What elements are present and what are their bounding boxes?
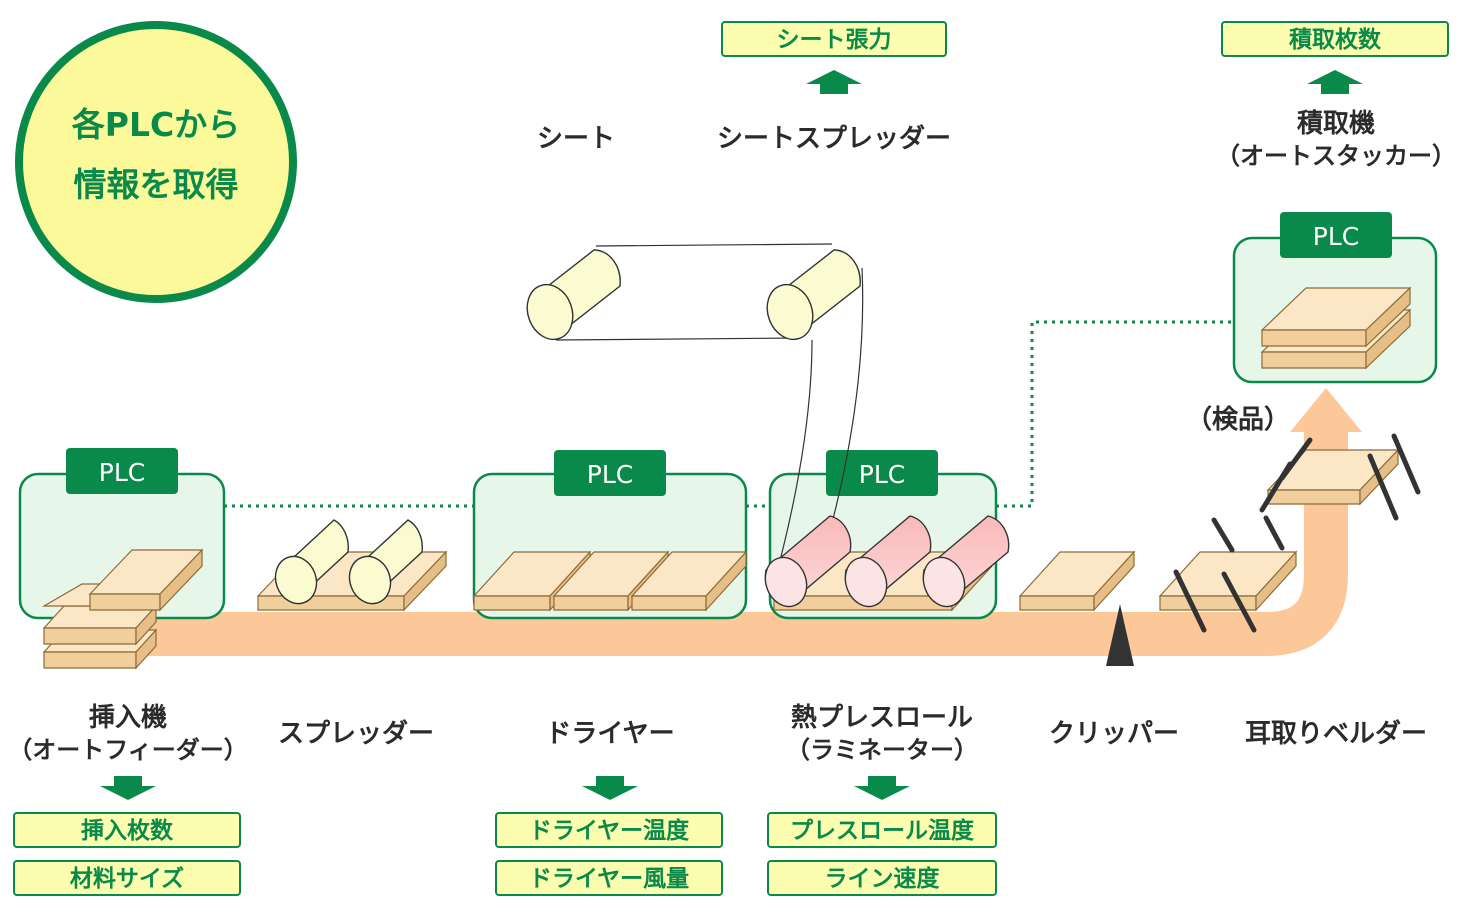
board-stack-feeder <box>41 548 204 670</box>
label-stacker: 積取機 <box>1297 109 1375 139</box>
stacker-boards <box>1260 286 1412 370</box>
edge-board <box>1158 550 1298 612</box>
headline-line1: 各PLCから <box>71 105 240 144</box>
tag-dryer-airflow: ドライヤー風量 <box>495 860 723 896</box>
label-press-sub: （ラミネーター） <box>786 736 978 764</box>
dryer-boards <box>472 550 748 612</box>
roller-yellow <box>766 249 861 341</box>
label-press: 熱プレスロール <box>791 703 973 733</box>
tag-material-size: 材料サイズ <box>13 860 241 896</box>
headline-circle: 各PLCから 情報を取得 <box>15 21 297 303</box>
roller-yellow <box>274 519 349 605</box>
up-arrow-icon <box>806 70 862 94</box>
down-arrow-icon <box>582 776 638 800</box>
svg-text:ドライヤー風量: ドライヤー風量 <box>529 866 689 892</box>
label-feeder: 挿入機 <box>89 703 167 733</box>
roller-pink <box>844 515 932 608</box>
label-feeder-sub: （オートフィーダー） <box>8 736 248 764</box>
plc-label: PLC <box>587 460 633 489</box>
down-arrow-icon <box>854 776 910 800</box>
up-arrow-icon <box>1307 70 1363 94</box>
clipper-board <box>1018 550 1136 612</box>
label-sheet-spreader: シートスプレッダー <box>717 123 951 154</box>
plc-label: PLC <box>1313 222 1359 251</box>
label-dryer: ドライヤー <box>545 719 674 749</box>
label-sheet: シート <box>537 124 615 154</box>
svg-text:プレスロール温度: プレスロール温度 <box>790 817 975 844</box>
roller-pink <box>764 515 852 608</box>
down-arrow-icon <box>100 776 156 800</box>
headline-line2: 情報を取得 <box>74 165 239 204</box>
svg-text:積取枚数: 積取枚数 <box>1289 26 1382 53</box>
svg-text:材料サイズ: 材料サイズ <box>70 865 184 892</box>
roller-yellow <box>526 249 621 341</box>
tag-sheet-tension: シート張力 <box>721 21 947 57</box>
network-lines <box>224 320 1234 508</box>
plc-label: PLC <box>99 458 145 487</box>
conveyor-belt <box>60 388 1362 656</box>
tag-press-temp: プレスロール温度 <box>767 812 997 848</box>
roller-pink <box>922 515 1010 608</box>
label-clipper: クリッパー <box>1049 719 1179 749</box>
up-arrow-icon <box>1290 388 1362 432</box>
label-inspection: （検品） <box>1186 405 1290 435</box>
tag-insert-count: 挿入枚数 <box>13 812 241 848</box>
label-edge: 耳取りベルダー <box>1245 718 1427 749</box>
tag-line-speed: ライン速度 <box>767 860 997 896</box>
plc-label: PLC <box>859 460 905 489</box>
tag-stack-count: 積取枚数 <box>1221 21 1449 57</box>
label-stacker-sub: （オートスタッカー） <box>1216 142 1456 170</box>
svg-text:挿入枚数: 挿入枚数 <box>81 817 174 844</box>
edge-blades <box>1173 515 1285 633</box>
svg-text:ドライヤー温度: ドライヤー温度 <box>529 817 690 844</box>
inspection-blades <box>1259 433 1421 521</box>
tag-dryer-temp: ドライヤー温度 <box>495 812 723 848</box>
svg-text:ライン速度: ライン速度 <box>825 865 941 892</box>
svg-text:シート張力: シート張力 <box>777 27 892 53</box>
label-spreader: スプレッダー <box>278 718 434 749</box>
blade-icon <box>1106 604 1134 666</box>
roller-yellow <box>348 519 423 605</box>
